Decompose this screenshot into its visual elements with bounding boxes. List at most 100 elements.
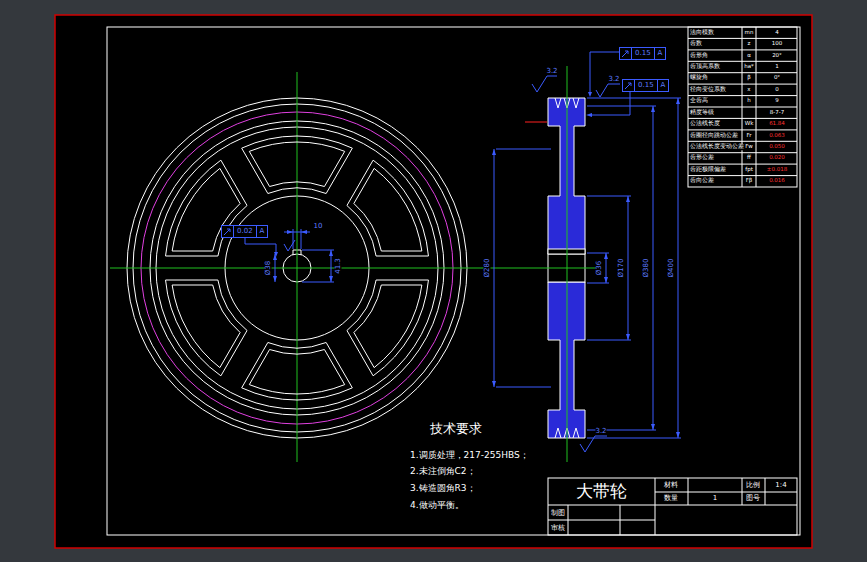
datum-letter: A xyxy=(654,48,666,59)
title-block-cell: 1 xyxy=(713,495,717,502)
runout-symbol-cell xyxy=(620,48,631,59)
center-line xyxy=(567,66,568,462)
spoke-window xyxy=(354,285,422,368)
arrowhead xyxy=(604,277,608,283)
dimension-line xyxy=(678,98,679,438)
arrowhead xyxy=(287,230,293,234)
title-block xyxy=(548,478,797,535)
runout-arrow xyxy=(224,229,230,235)
roughness-symbols xyxy=(284,76,620,452)
arrowhead xyxy=(492,381,496,387)
spoke-window xyxy=(354,168,422,251)
table-cell: 齿形角 xyxy=(690,53,708,59)
table-cell: 100 xyxy=(772,41,783,47)
dimension-text: 3.2 xyxy=(546,68,557,75)
extension-line xyxy=(587,340,631,341)
tolerance-frame: 0.15A xyxy=(619,47,666,60)
center-line xyxy=(297,72,298,462)
spoke-window xyxy=(249,142,344,186)
runout-symbol-cell xyxy=(623,80,634,91)
dimension-line xyxy=(628,196,629,340)
table-cell: z xyxy=(748,41,751,47)
spoke-window xyxy=(172,285,240,368)
dimension-text: Ø400 xyxy=(668,259,675,278)
extension-line xyxy=(302,282,334,283)
extension-line xyxy=(587,106,656,107)
arrowhead xyxy=(329,250,333,256)
roughness-symbol xyxy=(596,84,620,97)
table-cell: ±0.018 xyxy=(767,167,787,173)
table-cell: 1 xyxy=(775,64,779,70)
table-cell: 公法线长度 xyxy=(690,121,720,127)
table-cell: 公法线长度变动公差 xyxy=(690,144,744,150)
spoke-window xyxy=(172,168,240,251)
table-cell: Fr xyxy=(746,133,751,139)
arrowhead xyxy=(651,424,655,430)
leader-line xyxy=(245,237,276,252)
table-cell: 精度等级 xyxy=(690,110,714,116)
table-cell: 齿距极限偏差 xyxy=(690,167,726,173)
table-cell: h xyxy=(747,99,751,105)
spoke-window xyxy=(166,160,248,256)
table-frame xyxy=(688,27,797,187)
extension-line xyxy=(587,98,681,99)
title-block-cell: 比例 xyxy=(746,482,760,489)
extension-line xyxy=(496,149,551,150)
dimension-text: Ø38 xyxy=(265,261,272,275)
spoke-window xyxy=(166,280,248,376)
drawing-frame xyxy=(107,27,800,535)
tolerance-frame: 0.15A xyxy=(622,79,669,92)
table-cell: 8-7-7 xyxy=(770,110,784,116)
spoke-window xyxy=(347,160,429,256)
table-cell: ff xyxy=(747,156,751,162)
table-cell: 0.016 xyxy=(769,179,785,185)
extension-line xyxy=(496,387,551,388)
table-cell: 4 xyxy=(775,30,779,36)
arrowhead xyxy=(676,432,680,438)
table-cell: mn xyxy=(745,30,754,36)
arrowhead xyxy=(626,334,630,340)
arrowhead xyxy=(626,196,630,202)
table-cell: 0.020 xyxy=(769,156,785,162)
table-cell: 61.84 xyxy=(769,121,785,127)
extension-line xyxy=(587,438,681,439)
table-rows xyxy=(688,38,797,175)
note-text: 2.未注倒角C2； xyxy=(410,467,476,476)
leaders xyxy=(245,52,630,252)
title-block-cell: 数量 xyxy=(664,495,678,502)
arrowhead xyxy=(586,113,592,117)
table-cell: 0.063 xyxy=(769,133,785,139)
table-cell: x xyxy=(747,87,750,93)
dimension-text: Ø36 xyxy=(596,261,603,275)
red-mark xyxy=(525,122,547,123)
title-grid xyxy=(548,478,797,535)
sheet-ground xyxy=(55,15,812,548)
spoke-window xyxy=(242,342,353,400)
arrowhead xyxy=(273,276,277,282)
table-cell: Fβ xyxy=(746,179,753,185)
leader-line xyxy=(592,91,630,115)
note-text: 1.调质处理，217-255HBS； xyxy=(410,451,529,460)
runout-symbol xyxy=(623,80,634,91)
title-block-cell: 大带轮 xyxy=(576,483,627,500)
dimension-line xyxy=(653,106,654,430)
title-block-cell: 图号 xyxy=(746,495,760,502)
table-cell: 法向模数 xyxy=(690,30,714,36)
extension-line xyxy=(302,250,334,251)
spoke-window xyxy=(249,350,344,394)
datum-letter: A xyxy=(657,80,669,91)
arrowhead xyxy=(273,254,277,260)
arrowhead xyxy=(588,92,592,97)
dimension-text: 10 xyxy=(314,223,323,230)
table-cell: 齿圈径向跳动公差 xyxy=(690,133,738,139)
dimension-text: 3.2 xyxy=(608,76,619,83)
table-cell: fpt xyxy=(745,167,753,173)
table-cell: 齿形公差 xyxy=(690,156,714,162)
table-cell: 全齿高 xyxy=(690,99,708,105)
dimension-text: 3.2 xyxy=(595,428,606,435)
title-block-cell: 1:4 xyxy=(775,482,786,489)
table-cell: 齿向公差 xyxy=(690,179,714,185)
table-cell: 0.050 xyxy=(769,144,785,150)
arrowhead xyxy=(492,149,496,155)
